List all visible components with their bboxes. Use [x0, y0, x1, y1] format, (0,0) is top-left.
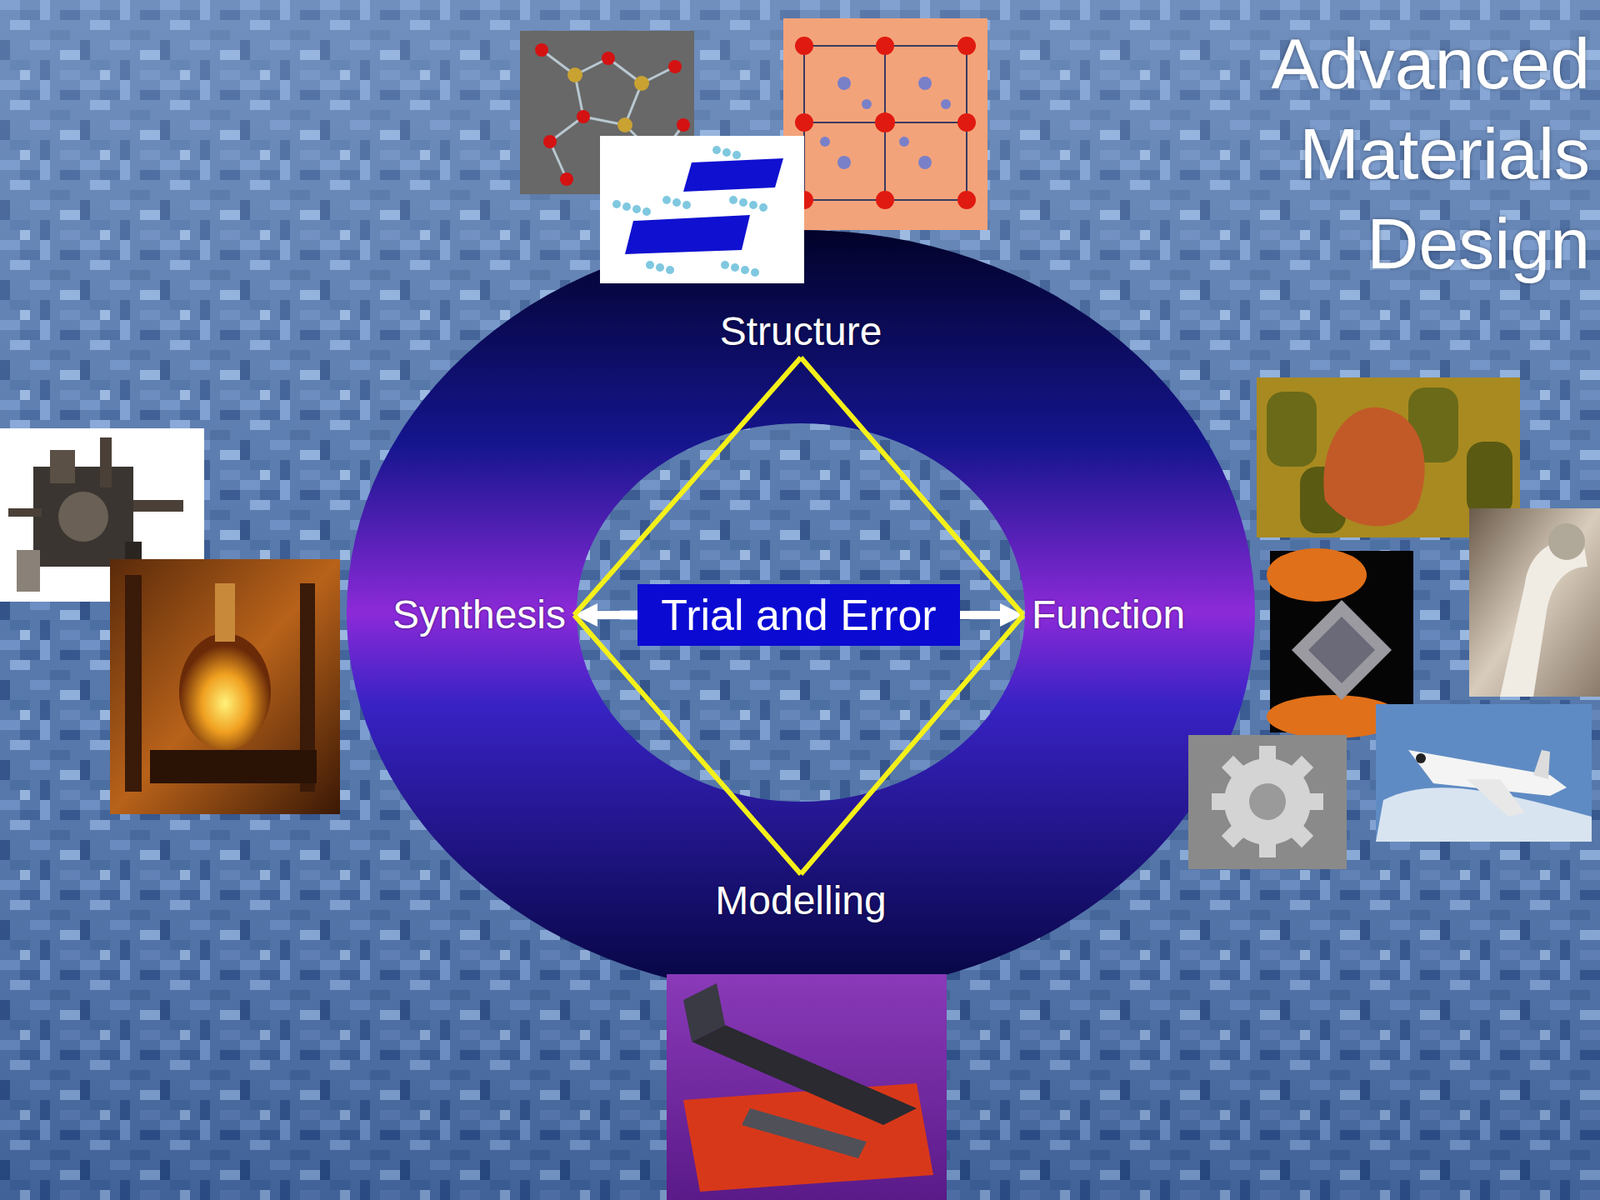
vertex-label: Function [1023, 588, 1194, 641]
label-text: Structure [720, 308, 883, 355]
title: Advanced Materials Design [1223, 18, 1590, 289]
lab-picture [110, 559, 340, 815]
label-text: Function [1031, 591, 1185, 638]
spaceplane-picture [1375, 704, 1592, 842]
connector-line [574, 357, 801, 615]
vertex-label: Modelling [706, 874, 895, 927]
gear-picture [1188, 735, 1347, 870]
hip-implant-picture [1469, 508, 1600, 697]
connector-line [800, 615, 1024, 875]
vertex-label: Synthesis [384, 588, 575, 641]
connector-line [574, 615, 801, 875]
layered-structure-picture [600, 135, 805, 284]
label-text: Modelling [715, 877, 886, 924]
vertex-label: Structure [711, 305, 891, 358]
crystal-picture [783, 18, 988, 230]
ring [346, 230, 1255, 995]
connector-line [800, 357, 1024, 615]
label-text: Synthesis [392, 591, 566, 638]
laptop-picture [666, 974, 947, 1200]
edge-label-box: Trial and Error [637, 584, 960, 646]
